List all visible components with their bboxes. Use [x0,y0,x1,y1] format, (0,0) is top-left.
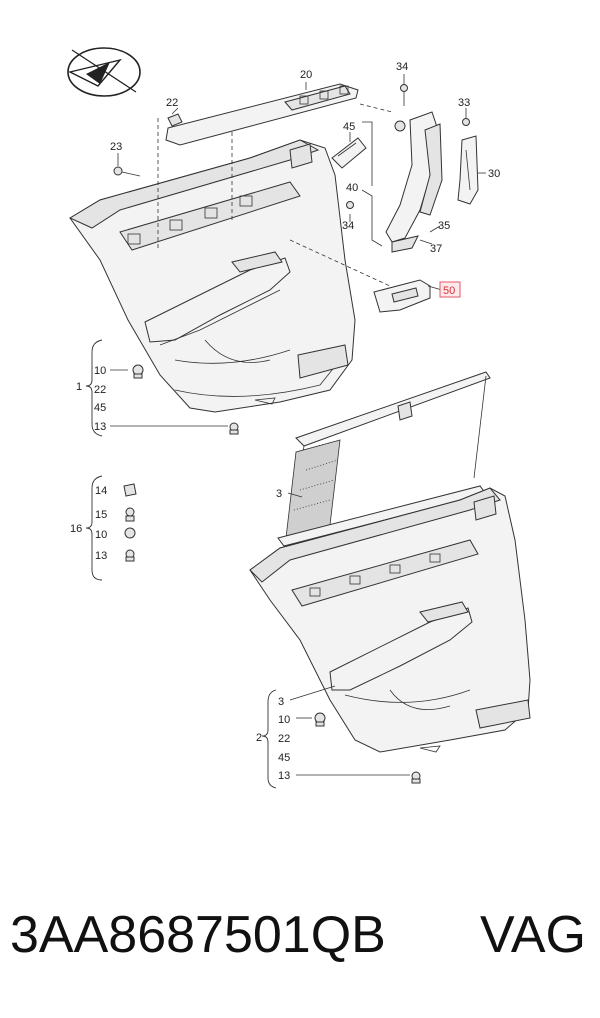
clip-10-g16 [124,527,136,539]
group-16-item-10: 10 [95,529,107,541]
callout-34-lower: 34 [342,220,354,232]
callout-33: 33 [458,97,470,109]
pull-handle-37 [385,111,443,253]
callout-34-top: 34 [396,61,408,73]
speaker-cover-45 [331,137,367,169]
screw-33 [462,118,470,126]
window-switch-50 [373,279,431,313]
clip-13-g16 [125,549,135,562]
callout-45: 45 [343,121,355,133]
clip-13-g1 [229,422,239,435]
upper-leader-lines [117,74,486,291]
clip-22 [167,113,183,127]
group-2-item-22: 22 [278,733,290,745]
brand-label: VAG [480,906,586,964]
group-1-item-22: 22 [94,384,106,396]
callout-3: 3 [276,488,282,500]
group-16-brace [85,475,103,581]
group-2-item-3: 3 [278,696,284,708]
clip-10-g2 [314,712,326,727]
callout-40: 40 [346,182,358,194]
callout-37: 37 [430,243,442,255]
group-16-label: 16 [70,523,82,535]
callout-30: 30 [488,168,500,180]
bracket-30 [457,135,479,205]
trim-strip-20 [165,83,359,146]
group-2-item-13: 13 [278,770,290,782]
callout-50-highlight: 50 [439,281,461,298]
group-16-item-13: 13 [95,550,107,562]
screw-23 [113,166,141,177]
upper-door-trim-panel [68,139,356,413]
clip-10-g1 [132,364,144,379]
group-16-item-14: 14 [95,485,107,497]
group-1-item-10: 10 [94,365,106,377]
sunshade-3 [277,371,491,547]
part-number: 3AA8687501QB [10,906,386,964]
group-1-item-13: 13 [94,421,106,433]
callout-35: 35 [438,220,450,232]
group-2-label: 2 [256,732,262,744]
group-2-item-45: 45 [278,752,290,764]
group-2-item-10: 10 [278,714,290,726]
group-1-label: 1 [76,381,82,393]
callout-50: 50 [443,285,455,297]
screw-34-lower [346,201,354,209]
clip-13-g2 [411,771,421,784]
screw-34-top [400,84,408,106]
lower-door-trim-panel [249,487,531,753]
group-1-item-45: 45 [94,402,106,414]
callout-22: 22 [166,97,178,109]
group-16-item-15: 15 [95,509,107,521]
callout-20: 20 [300,69,312,81]
clip-14 [123,483,137,497]
orientation-logo [67,47,141,97]
callout-23: 23 [110,141,122,153]
footer: 3AA8687501QB VAG [0,905,600,975]
group-2-brace [261,685,410,789]
group-1-brace [85,339,228,437]
clip-15 [125,507,135,522]
leader-3 [287,492,303,498]
